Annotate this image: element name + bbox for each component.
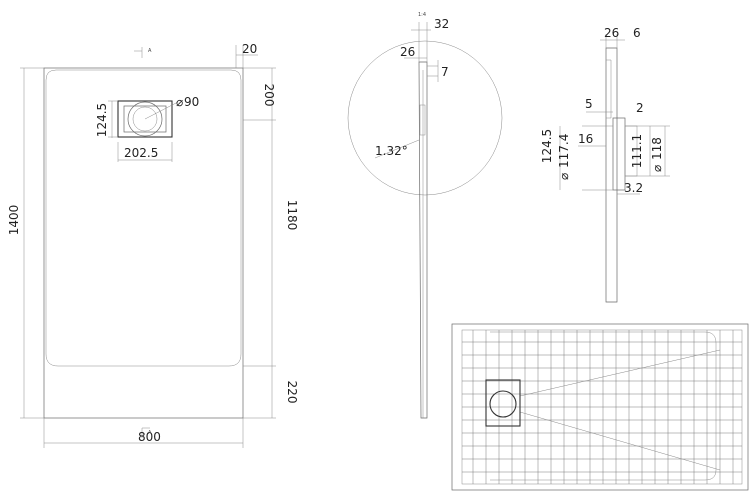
label-drain-depth: 16 <box>578 132 593 146</box>
detail-circle <box>347 40 503 196</box>
label-drain-width: 202.5 <box>124 146 158 160</box>
basin-outline <box>45 69 242 367</box>
label-profile-slope: 1.32° <box>375 144 408 158</box>
drain-section <box>559 34 670 303</box>
plan-view <box>20 45 276 448</box>
label-drain-top-thickness: 26 <box>604 26 619 40</box>
reinforcement-grid <box>462 330 742 484</box>
grid-basin <box>490 331 717 481</box>
label-drain-height2: 111.1 <box>630 134 644 168</box>
side-section <box>347 22 503 419</box>
label-drain-left: 5 <box>585 97 593 111</box>
drain-body <box>612 117 626 191</box>
drain-symbol <box>108 100 179 162</box>
label-inner-length: 1180 <box>285 200 299 231</box>
label-drain-diameter: 90 <box>184 95 199 109</box>
label-drain-bottom: 3.2 <box>624 181 643 195</box>
grid-view <box>451 323 749 491</box>
drain-profile <box>605 47 618 303</box>
label-end-zone: 220 <box>285 381 299 404</box>
tray-outline <box>43 67 244 419</box>
label-section-bottom: A <box>148 430 152 436</box>
profile-section <box>418 61 428 419</box>
label-profile-ratio: 1:4 <box>418 12 426 18</box>
label-drain-inner-diameter-symbol: ⌀ <box>557 173 571 180</box>
grid-drain-box <box>485 379 521 427</box>
label-drain-height: 124.5 <box>95 103 109 137</box>
label-profile-wall: 26 <box>400 45 415 59</box>
label-drain-right: 2 <box>636 101 644 115</box>
label-profile-thickness: 32 <box>434 17 449 31</box>
label-edge: 20 <box>242 42 257 56</box>
grid-drain-circle <box>489 390 517 418</box>
label-section-top: A <box>148 48 152 54</box>
label-drain-outer-diameter-symbol: ⌀ <box>650 165 664 172</box>
label-drain-diameter-symbol: ⌀ <box>176 95 183 109</box>
grid-outer <box>451 323 749 491</box>
label-width: 800 <box>138 430 161 444</box>
profile-drain <box>419 104 426 136</box>
label-drain-offset: 200 <box>262 84 276 107</box>
label-drain-outer-diameter: 118 <box>650 137 664 160</box>
label-drain-height: 124.5 <box>540 129 554 163</box>
label-drain-inner-diameter: 117.4 <box>557 134 571 168</box>
label-overall-length: 1400 <box>7 205 21 236</box>
label-profile-drop: 7 <box>441 65 449 79</box>
label-drain-top-gap: 6 <box>633 26 641 40</box>
